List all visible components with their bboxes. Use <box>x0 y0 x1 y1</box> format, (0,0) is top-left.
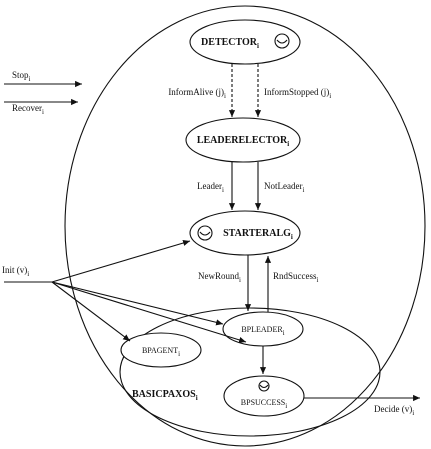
leaderelector-node[interactable]: LEADERELECTORi <box>185 117 301 163</box>
recover-label: Recoveri <box>12 103 44 116</box>
bpleader-label: BPLEADER <box>241 325 283 334</box>
bpleader-node[interactable]: BPLEADERi <box>222 311 304 347</box>
clock-icon <box>274 33 290 49</box>
basicpaxos-title: BASICPAXOSi <box>132 389 198 402</box>
inform-stopped-label: InformStopped (j)i <box>264 87 331 100</box>
detector-subscript: i <box>257 42 259 50</box>
bpagent-label: BPAGENT <box>142 346 178 355</box>
init-to-starteralg-arrow <box>51 240 191 283</box>
inform-alive-label: InformAlive (j)i <box>168 87 226 100</box>
starteralg-node[interactable]: STARTERALGi <box>189 210 301 256</box>
bpagent-node[interactable]: BPAGENTi <box>120 332 202 368</box>
svg-text:STARTERALGi: STARTERALGi <box>223 228 293 241</box>
init-to-bpleader-arrow <box>51 281 224 326</box>
init-label: Init (v)i <box>2 265 29 278</box>
svg-text:LEADERELECTORi: LEADERELECTORi <box>197 135 289 148</box>
leaderelector-subscript: i <box>287 140 289 148</box>
clock-icon <box>258 380 270 392</box>
process-boundary <box>64 5 426 447</box>
leaderelector-label: LEADERELECTOR <box>197 135 288 146</box>
decide-label: Decide (v)i <box>374 404 414 417</box>
detector-label: DETECTOR <box>201 37 258 48</box>
init-to-basicpaxos-arrow <box>51 281 247 343</box>
clock-icon <box>197 225 213 241</box>
bpagent-subscript: i <box>178 350 180 358</box>
bpsuccess-node[interactable]: BPSUCCESSi <box>223 375 305 417</box>
bpleader-subscript: i <box>283 329 285 337</box>
stop-label: Stopi <box>12 70 31 83</box>
leader-label: Leaderi <box>197 181 224 194</box>
svg-text:BPLEADERi: BPLEADERi <box>241 325 284 337</box>
svg-text:BPAGENTi: BPAGENTi <box>142 346 180 358</box>
not-leader-label: NotLeaderi <box>264 181 304 194</box>
bpsuccess-subscript: i <box>285 402 287 410</box>
detector-node[interactable]: DETECTORi <box>189 19 301 65</box>
svg-text:BPSUCCESSi: BPSUCCESSi <box>241 398 287 410</box>
starteralg-subscript: i <box>291 233 293 241</box>
rnd-success-label: RndSuccessi <box>273 271 319 284</box>
bpsuccess-label: BPSUCCESS <box>241 398 285 407</box>
new-round-label: NewRoundi <box>198 271 241 284</box>
init-to-bpagent-arrow <box>51 281 131 342</box>
starteralg-label: STARTERALG <box>223 228 291 239</box>
svg-text:DETECTORi: DETECTORi <box>201 37 259 50</box>
